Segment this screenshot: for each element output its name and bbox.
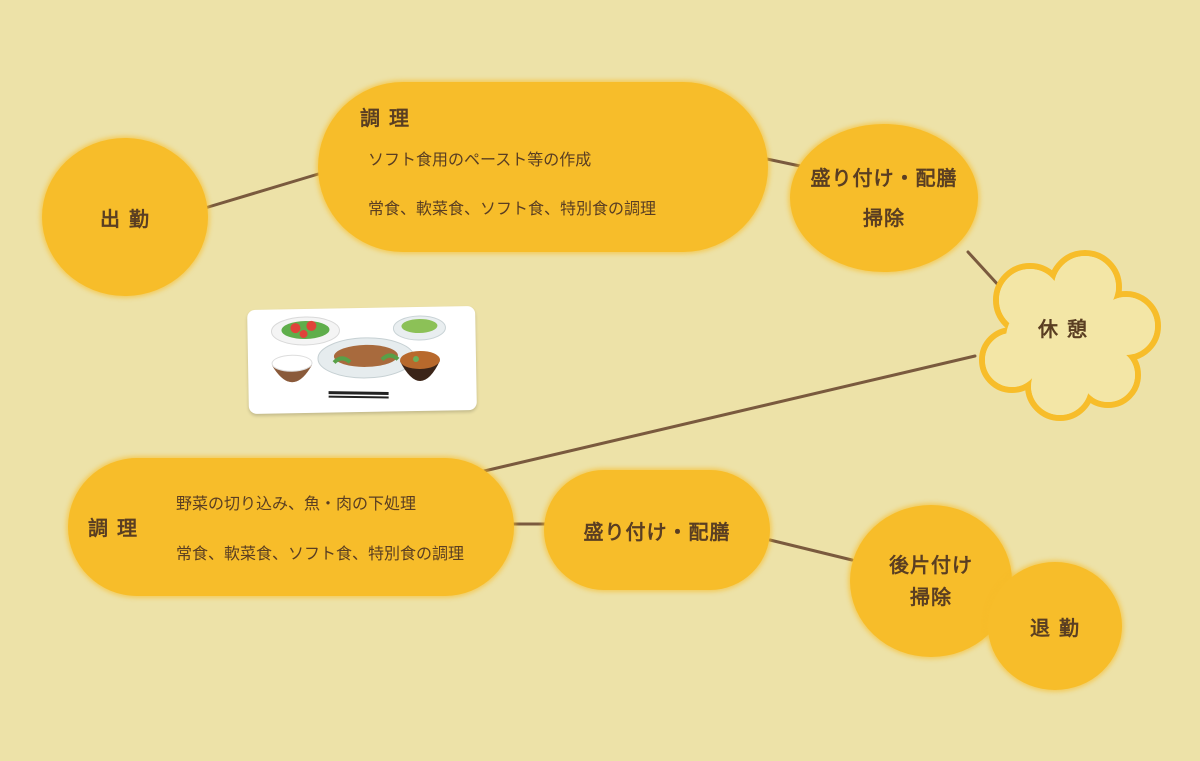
node-leave-label: 退 勤 xyxy=(1030,615,1080,640)
connector-arrive-cook xyxy=(203,170,327,210)
node-cook-afternoon-line-1: 野菜の切り込み、魚・肉の下処理 xyxy=(176,494,417,513)
node-cook-afternoon-line-2: 常食、軟菜食、ソフト食、特別食の調理 xyxy=(176,544,465,563)
node-leave: 退 勤 xyxy=(988,562,1122,690)
node-cleanup: 後片付け 掃除 xyxy=(850,505,1012,657)
node-rest-label: 休 憩 xyxy=(1038,317,1088,341)
node-cook-morning-line-1: ソフト食用のペースト等の作成 xyxy=(368,150,592,169)
connector-rest-cook2 xyxy=(478,354,977,474)
node-cleanup-line-2: 掃除 xyxy=(910,585,952,609)
meal-tray-icon xyxy=(247,306,477,414)
meal-tray-drawing xyxy=(270,315,446,399)
node-serve-morning-line-2: 掃除 xyxy=(863,206,905,230)
connector-serve2-cleanup xyxy=(768,538,854,562)
node-cook-morning-title: 調 理 xyxy=(360,106,410,130)
connector-cook-serve xyxy=(760,156,802,168)
node-cook-morning: 調 理 ソフト食用のペースト等の作成 常食、軟菜食、ソフト食、特別食の調理 xyxy=(318,82,768,252)
node-cook-morning-line-2: 常食、軟菜食、ソフト食、特別食の調理 xyxy=(368,199,657,218)
node-serve-morning: 盛り付け・配膳 掃除 xyxy=(790,124,978,272)
node-cook-afternoon-title: 調 理 xyxy=(88,516,138,540)
node-cleanup-line-1: 後片付け xyxy=(889,553,973,577)
node-serve-morning-line-1: 盛り付け・配膳 xyxy=(810,166,958,190)
connector-serve-rest xyxy=(966,250,1002,289)
node-arrive: 出 勤 xyxy=(42,138,208,296)
node-cook-afternoon: 調 理 野菜の切り込み、魚・肉の下処理 常食、軟菜食、ソフト食、特別食の調理 xyxy=(68,458,514,596)
node-serve-afternoon: 盛り付け・配膳 xyxy=(544,470,770,590)
node-arrive-label: 出 勤 xyxy=(100,206,150,231)
node-serve-afternoon-label: 盛り付け・配膳 xyxy=(583,519,731,544)
